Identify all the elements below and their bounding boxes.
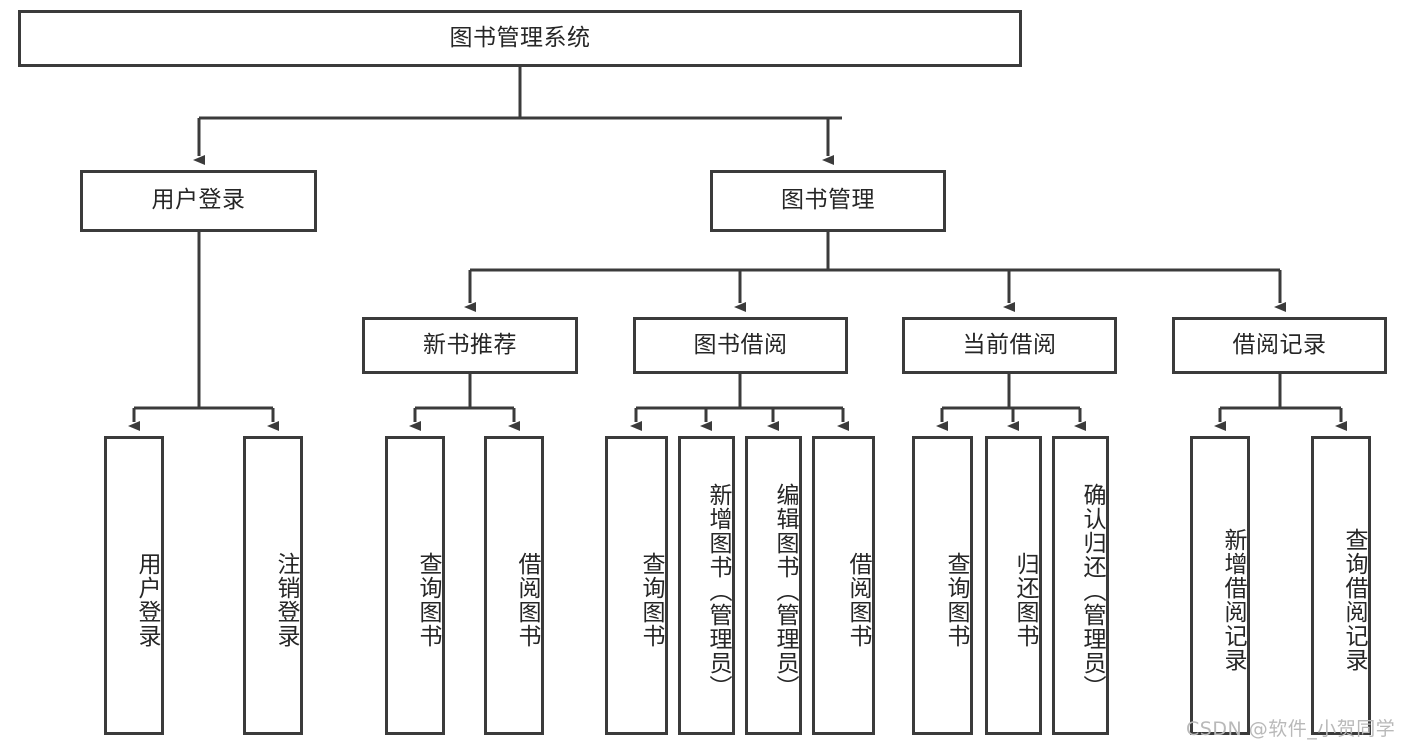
- node-borrow-record[interactable]: 借阅记录: [1172, 317, 1387, 374]
- node-new-book-recommend[interactable]: 新书推荐: [362, 317, 578, 374]
- leaf-label: 查询借阅记录: [1341, 527, 1367, 672]
- node-label: 新书推荐: [423, 331, 517, 358]
- node-root-label: 图书管理系统: [449, 24, 591, 51]
- csdn-watermark: CSDN @软件_小贺同学: [1186, 718, 1396, 740]
- leaf-borrow-book[interactable]: 借阅图书: [812, 436, 875, 735]
- leaf-query-book-current[interactable]: 查询图书: [912, 436, 973, 735]
- leaf-label: 确认归还（管理员）: [1079, 482, 1105, 699]
- node-root[interactable]: 图书管理系统: [18, 10, 1022, 67]
- leaf-borrow-book-recommend[interactable]: 借阅图书: [484, 436, 544, 735]
- node-book-management[interactable]: 图书管理: [710, 170, 946, 232]
- node-label: 图书借阅: [693, 331, 788, 358]
- leaf-query-book-borrow[interactable]: 查询图书: [605, 436, 668, 735]
- leaf-confirm-return-admin[interactable]: 确认归还（管理员）: [1052, 436, 1109, 735]
- node-label: 借阅记录: [1232, 331, 1327, 358]
- leaf-label: 归还图书: [1012, 551, 1038, 648]
- leaf-label: 用户登录: [134, 551, 160, 648]
- leaf-label: 查询图书: [943, 551, 969, 648]
- node-book-borrow[interactable]: 图书借阅: [633, 317, 848, 374]
- leaf-label: 新增图书（管理员）: [705, 482, 731, 699]
- leaf-label: 编辑图书（管理员）: [772, 482, 798, 699]
- leaf-label: 借阅图书: [845, 551, 871, 648]
- leaf-edit-book-admin[interactable]: 编辑图书（管理员）: [745, 436, 802, 735]
- leaf-add-borrow-record[interactable]: 新增借阅记录: [1190, 436, 1250, 735]
- leaf-add-book-admin[interactable]: 新增图书（管理员）: [678, 436, 735, 735]
- leaf-query-borrow-record[interactable]: 查询借阅记录: [1311, 436, 1371, 735]
- node-user-login[interactable]: 用户登录: [80, 170, 317, 232]
- leaf-label: 查询图书: [638, 551, 664, 648]
- node-label: 当前借阅: [962, 331, 1057, 358]
- node-label: 图书管理: [781, 187, 875, 214]
- leaf-label: 查询图书: [415, 551, 441, 648]
- node-current-borrow[interactable]: 当前借阅: [902, 317, 1117, 374]
- leaf-return-book[interactable]: 归还图书: [985, 436, 1042, 735]
- leaf-user-login[interactable]: 用户登录: [104, 436, 164, 735]
- leaf-user-logout[interactable]: 注销登录: [243, 436, 303, 735]
- leaf-query-book-recommend[interactable]: 查询图书: [385, 436, 445, 735]
- leaf-label: 新增借阅记录: [1220, 527, 1246, 672]
- leaf-label: 注销登录: [273, 551, 299, 648]
- leaf-label: 借阅图书: [514, 551, 540, 648]
- node-label: 用户登录: [151, 187, 246, 214]
